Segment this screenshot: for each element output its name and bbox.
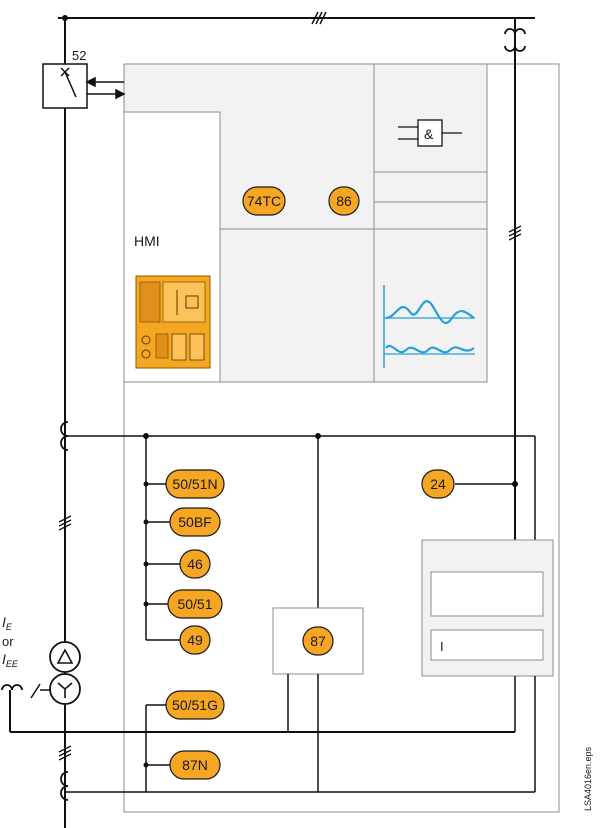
function-badge-shape bbox=[421, 469, 455, 499]
function-badge-label: 49 bbox=[187, 632, 203, 648]
and-gate-symbol: & bbox=[424, 126, 434, 142]
function-stubs bbox=[146, 483, 182, 641]
display-readout-text: I bbox=[440, 639, 444, 654]
function-badge-label: 50/51N bbox=[172, 476, 217, 492]
svg-text:IE: IE bbox=[2, 614, 13, 632]
function-badge-label: 74TC bbox=[247, 193, 281, 209]
breaker-contact bbox=[64, 71, 77, 98]
function-badge-46: 46 bbox=[179, 549, 211, 579]
overflux-junction bbox=[512, 481, 518, 487]
display-module-window bbox=[430, 571, 544, 617]
function-badge-50-51: 50/51 bbox=[167, 589, 223, 619]
ct-lower-icon bbox=[60, 771, 69, 801]
relay-device-icon bbox=[135, 275, 211, 369]
function-badge-label: 46 bbox=[187, 556, 203, 572]
function-badge-50-51g: 50/51G bbox=[165, 690, 225, 720]
and-gate-icon: & bbox=[398, 119, 462, 147]
function-badge-50-51n: 50/51N bbox=[165, 469, 225, 499]
function-badge-87n: 87N bbox=[169, 750, 221, 780]
function-badge-shape bbox=[167, 589, 223, 619]
vt-phase-marker bbox=[508, 225, 522, 241]
breaker-x-mark bbox=[60, 67, 70, 77]
file-label: LSA4016en.eps bbox=[583, 746, 593, 811]
function-badges: 74TC 86 50/51N 50BF 46 50/51 49 50/51G 87N 87 24 bbox=[165, 186, 455, 780]
voltage-transformer-icon bbox=[504, 28, 526, 52]
function-badge-shape bbox=[328, 186, 360, 216]
breaker-label: 52 bbox=[72, 48, 86, 63]
wye-symbol bbox=[57, 682, 73, 698]
function-badge-label: 50BF bbox=[178, 514, 211, 530]
ct-lower-phase-marker bbox=[58, 745, 72, 761]
function-stub-junctions bbox=[143, 481, 149, 607]
transformer-primary-winding bbox=[49, 641, 81, 673]
function-badge-label: 50/51 bbox=[177, 596, 212, 612]
bus-87-junction bbox=[315, 433, 321, 439]
svg-text:or: or bbox=[2, 634, 14, 649]
function-badge-86: 86 bbox=[328, 186, 360, 216]
display-module-readout bbox=[430, 629, 544, 661]
neutral-ct-icon bbox=[1, 684, 23, 691]
function-badge-shape bbox=[242, 186, 286, 216]
function-badge-shape bbox=[302, 626, 334, 656]
function-bus-junction bbox=[143, 433, 149, 439]
function-badge-shape bbox=[169, 507, 221, 537]
current-label: IE or IEE bbox=[2, 614, 19, 669]
function-badge-label: 24 bbox=[430, 476, 446, 492]
hmi-label: HMI bbox=[134, 233, 160, 249]
function-badge-label: 50/51G bbox=[172, 697, 218, 713]
trip-arrows bbox=[85, 76, 126, 100]
function-badge-shape bbox=[165, 690, 225, 720]
waveform-icon bbox=[383, 285, 475, 368]
ground-func-junction bbox=[143, 762, 149, 768]
function-badge-87: 87 bbox=[302, 626, 334, 656]
ct-phase-marker bbox=[58, 515, 72, 531]
function-badge-50bf: 50BF bbox=[169, 507, 221, 537]
delta-symbol bbox=[56, 648, 74, 664]
function-badge-label: 86 bbox=[336, 193, 352, 209]
neutral-slash bbox=[30, 683, 41, 699]
function-badge-shape bbox=[169, 750, 221, 780]
breaker-52 bbox=[42, 63, 88, 109]
function-badge-shape bbox=[179, 549, 211, 579]
function-badge-label: 87 bbox=[310, 633, 326, 649]
function-badge-shape bbox=[179, 625, 211, 655]
function-badge-shape bbox=[165, 469, 225, 499]
svg-text:IEE: IEE bbox=[2, 651, 19, 669]
function-badge-49: 49 bbox=[179, 625, 211, 655]
function-badge-74tc: 74TC bbox=[242, 186, 286, 216]
function-badge-label: 87N bbox=[182, 757, 208, 773]
three-phase-marker bbox=[311, 11, 327, 25]
function-badge-24: 24 bbox=[421, 469, 455, 499]
